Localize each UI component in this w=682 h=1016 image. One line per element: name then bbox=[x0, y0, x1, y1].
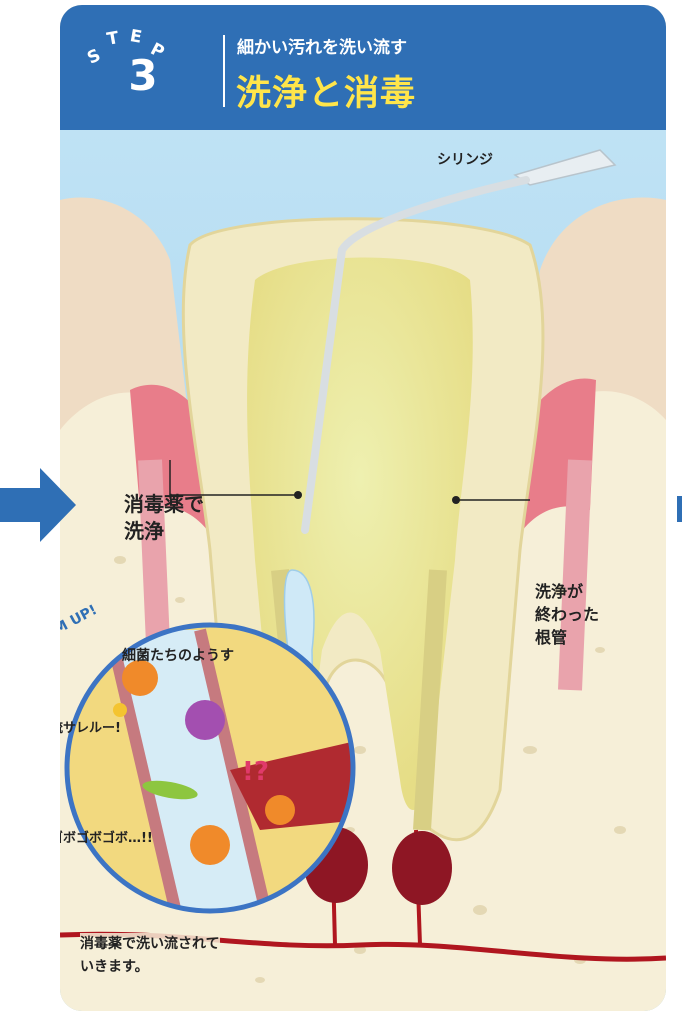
zoom-speech-2: ゴボゴボゴボ…!! bbox=[60, 827, 153, 846]
next-step-arrow bbox=[677, 496, 682, 522]
cleaned-canal-label-line2: 終わった bbox=[535, 601, 599, 625]
previous-step-arrow bbox=[0, 466, 78, 544]
step-letter-t: T bbox=[105, 28, 120, 50]
zoom-caption: 細菌たちのようす bbox=[122, 645, 234, 665]
apical-lesion-right bbox=[392, 831, 452, 905]
tooth-illustration bbox=[60, 130, 666, 1011]
header-title: 洗浄と消毒 bbox=[236, 65, 416, 116]
step-card: S T E P 3 細かい汚れを洗い流す 洗浄と消毒 bbox=[60, 5, 666, 1011]
zoom-exclaim: !? bbox=[242, 757, 269, 787]
header-divider bbox=[223, 35, 225, 107]
footer-line1: 消毒薬で洗い流されて bbox=[80, 933, 220, 953]
step-letter-s: S bbox=[84, 45, 104, 68]
leader-dot-cleaned bbox=[452, 496, 460, 504]
zoom-speech-1: 流サレルー! bbox=[60, 717, 121, 736]
cleaned-canal-label-line1: 洗浄が bbox=[535, 578, 583, 602]
header-subtitle: 細かい汚れを洗い流す bbox=[237, 33, 407, 58]
header-banner: S T E P 3 細かい汚れを洗い流す 洗浄と消毒 bbox=[60, 5, 666, 130]
step-letter-e: E bbox=[128, 26, 143, 48]
syringe-label: シリンジ bbox=[437, 149, 493, 169]
footer-line2: いきます。 bbox=[80, 956, 149, 976]
leader-dot-disinfectant bbox=[294, 491, 302, 499]
cleaned-canal-label-line3: 根管 bbox=[535, 624, 567, 648]
step-number: 3 bbox=[118, 55, 168, 97]
disinfectant-label-line2: 洗浄 bbox=[124, 515, 164, 544]
disinfectant-label-line1: 消毒薬で bbox=[124, 488, 204, 517]
